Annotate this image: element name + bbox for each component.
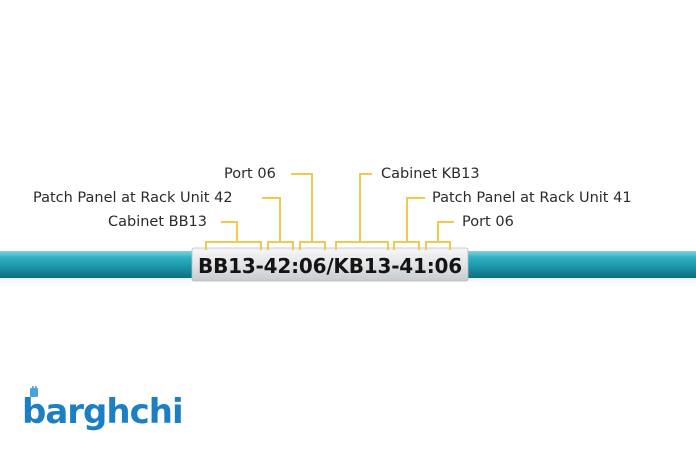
callout-patch-panel-right: Patch Panel at Rack Unit 41: [432, 190, 632, 206]
callout-cabinet-right: Cabinet KB13: [381, 166, 480, 182]
leader-lines: [221, 173, 454, 242]
brand-logo: barghchi: [22, 386, 202, 442]
cable-label-text: BB13-42:06/KB13-41:06: [198, 254, 462, 278]
bracket-cabinet-left: [205, 241, 262, 250]
leader-cabinet-left: [221, 221, 238, 242]
leader-panel-left: [262, 197, 281, 242]
leader-panel-right: [406, 197, 425, 242]
callout-cabinet-left: Cabinet BB13: [108, 214, 207, 230]
callout-patch-panel-left: Patch Panel at Rack Unit 42: [33, 190, 233, 206]
label-sleeve: [191, 247, 469, 282]
logo-text: barghchi: [22, 392, 184, 432]
leader-port-right: [437, 221, 454, 242]
logo-plug-icon: [30, 386, 38, 397]
callout-port-left: Port 06: [224, 166, 276, 182]
leader-cabinet-right: [359, 173, 372, 242]
callout-port-right: Port 06: [462, 214, 514, 230]
bracket-cabinet-right: [335, 241, 389, 250]
leader-port-left: [291, 173, 313, 242]
